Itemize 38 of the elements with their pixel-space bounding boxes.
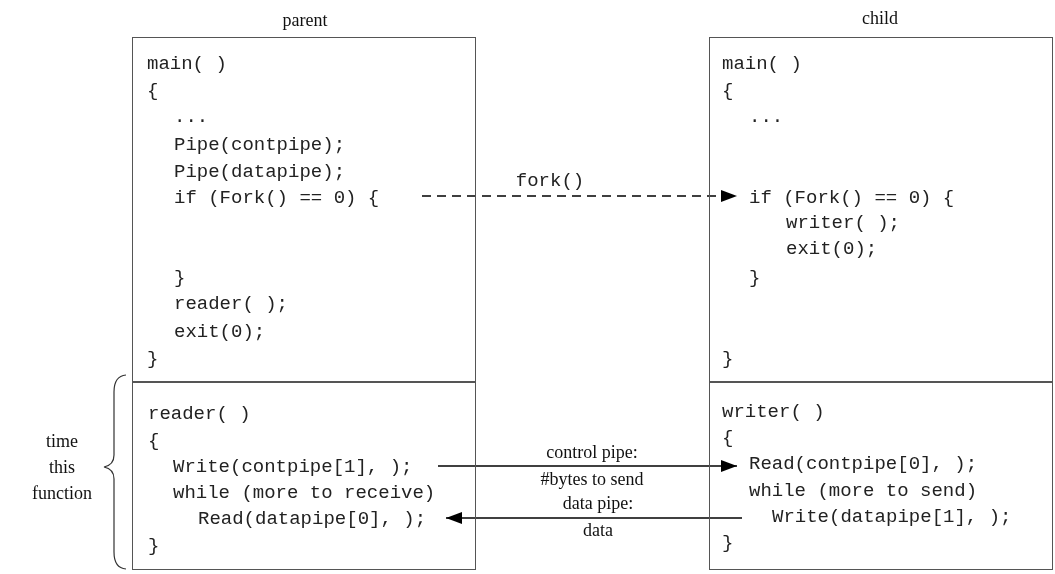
code-line: ... xyxy=(749,106,784,128)
code-line: } xyxy=(174,267,186,289)
code-line: while (more to send) xyxy=(749,480,978,502)
arrow xyxy=(437,460,738,472)
code-line: if (Fork() == 0) { xyxy=(174,187,380,209)
code-line: if (Fork() == 0) { xyxy=(749,187,955,209)
code-line: { xyxy=(148,430,160,452)
column-heading: child xyxy=(862,7,898,29)
edge-label: fork() xyxy=(515,170,585,192)
code-line: } xyxy=(722,532,734,554)
code-line: main( ) xyxy=(722,53,802,75)
code-line: main( ) xyxy=(147,53,227,75)
code-line: { xyxy=(722,427,734,449)
code-line: Write(datapipe[1], ); xyxy=(772,506,1012,528)
arrow xyxy=(445,512,743,524)
code-line: } xyxy=(147,348,159,370)
code-line: exit(0); xyxy=(174,321,266,343)
column-heading: parent xyxy=(282,9,328,31)
code-line: reader( ) xyxy=(148,403,251,425)
code-line: Write(contpipe[1], ); xyxy=(173,456,413,478)
code-line: { xyxy=(147,80,159,102)
code-line: Pipe(contpipe); xyxy=(174,134,346,156)
bracket-label: time this function xyxy=(32,430,92,505)
code-line: writer( ); xyxy=(786,212,901,234)
code-line: Read(contpipe[0], ); xyxy=(749,453,978,475)
code-line: } xyxy=(148,535,160,557)
code-line: { xyxy=(722,80,734,102)
code-line: Pipe(datapipe); xyxy=(174,161,346,183)
code-line: reader( ); xyxy=(174,293,289,315)
code-line: Read(datapipe[0], ); xyxy=(198,508,427,530)
dashed-arrow xyxy=(421,190,738,202)
code-line: } xyxy=(749,267,761,289)
code-line: exit(0); xyxy=(786,238,878,260)
code-line: writer( ) xyxy=(722,401,825,423)
code-line: } xyxy=(722,348,734,370)
code-line: ... xyxy=(174,106,209,128)
edge-label: data pipe: data xyxy=(561,492,635,542)
code-line: while (more to receive) xyxy=(173,482,436,504)
